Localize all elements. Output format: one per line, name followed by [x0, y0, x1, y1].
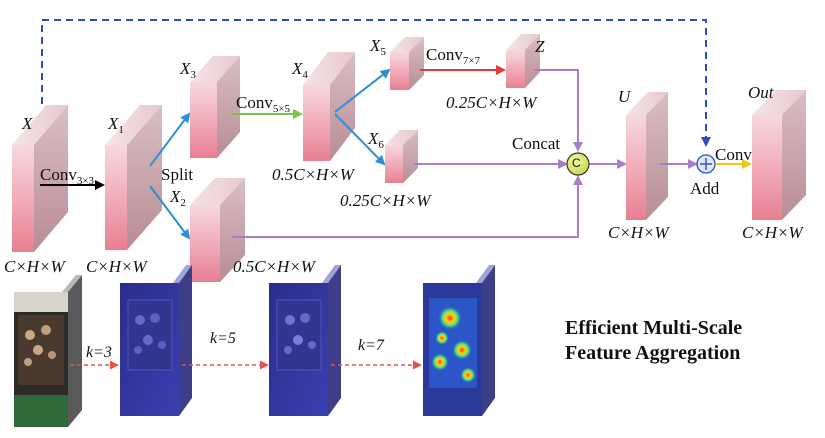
label-u-text: U	[618, 87, 631, 106]
dim-x2-text: 0.5C×H×W	[233, 257, 315, 276]
label-x5-main: X	[370, 36, 381, 55]
op-conv: Conv	[715, 146, 752, 163]
op-add: Add	[690, 180, 719, 197]
block-out	[752, 90, 806, 220]
feature-image-original	[14, 275, 82, 427]
label-u: U	[618, 88, 630, 105]
dim-x6-text: 0.25C×H×W	[340, 191, 431, 210]
op-conv5x5: Conv5×5	[236, 94, 290, 115]
split-arrow-x3	[149, 112, 191, 167]
block-x5	[390, 37, 424, 90]
block-u	[626, 92, 668, 220]
op-conv5x5-main: Conv	[236, 93, 273, 112]
arrow-x4-x6	[334, 113, 386, 166]
block-x6	[385, 130, 418, 183]
label-x4-sub: 4	[302, 69, 308, 81]
kernel-label-2: k=5	[210, 330, 236, 348]
op-conv3x3-sub: 3×3	[76, 175, 95, 187]
dim-z-text: 0.25C×H×W	[446, 93, 537, 112]
op-conv-text: Conv	[715, 145, 752, 164]
op-conv7x7-main: Conv	[426, 45, 463, 64]
block-x4	[303, 52, 355, 161]
op-add-text: Add	[690, 179, 720, 198]
op-conv3x3-main: Conv	[40, 165, 77, 184]
concat-symbol: C	[572, 157, 581, 169]
op-conv3x3: Conv3×3	[40, 166, 94, 187]
title-line-2: Feature Aggregation	[565, 342, 741, 364]
dim-x6: 0.25C×H×W	[340, 192, 430, 209]
title-line-1: Efficient Multi-Scale	[565, 317, 743, 339]
arrow-z-concat	[534, 69, 583, 152]
dim-out: C×H×W	[742, 224, 803, 241]
label-x4: X4	[292, 60, 308, 81]
arrow-x4-x5	[334, 68, 391, 113]
dim-x: C×H×W	[4, 258, 65, 275]
label-x5-sub: 5	[380, 46, 386, 58]
dim-x4: 0.5C×H×W	[272, 166, 354, 183]
block-x	[12, 105, 68, 252]
block-x1	[105, 105, 162, 250]
label-x5: X5	[370, 37, 386, 58]
dim-x4-text: 0.5C×H×W	[272, 165, 354, 184]
kernel-label-1: k=3	[86, 344, 112, 362]
label-z: Z	[535, 38, 544, 55]
kernel-label-2-text: k=5	[210, 330, 236, 347]
label-out: Out	[748, 84, 774, 101]
feature-map-k5	[269, 265, 341, 416]
kernel-label-1-text: k=3	[86, 344, 112, 361]
block-z	[506, 34, 540, 88]
kernel-label-3-text: k=7	[358, 337, 384, 354]
label-x3-sub: 3	[190, 69, 196, 81]
kernel-label-3: k=7	[358, 337, 384, 355]
label-x4-main: X	[292, 59, 303, 78]
concat-symbol-text: C	[572, 156, 581, 170]
dim-u: C×H×W	[608, 224, 669, 241]
label-z-text: Z	[535, 37, 545, 56]
label-x2: X2	[170, 188, 186, 209]
op-conv7x7-sub: 7×7	[462, 55, 481, 67]
op-conv5x5-sub: 5×5	[272, 103, 291, 115]
label-x3-main: X	[180, 59, 191, 78]
add-node	[696, 154, 716, 174]
label-x2-main: X	[170, 187, 181, 206]
block-x2	[190, 178, 245, 282]
diagram-title: Efficient Multi-Scale Feature Aggregatio…	[565, 316, 742, 366]
dim-z: 0.25C×H×W	[446, 94, 536, 111]
dim-x1: C×H×W	[86, 258, 147, 275]
feature-map-k7	[423, 265, 495, 416]
split-arrow-x2	[149, 185, 191, 240]
op-split: Split	[161, 166, 193, 183]
label-out-text: Out	[748, 83, 774, 102]
feature-map-k3	[120, 265, 192, 416]
dim-x-text: C×H×W	[4, 257, 65, 276]
op-concat: Concat	[512, 135, 560, 152]
dim-x2: 0.5C×H×W	[233, 258, 315, 275]
label-x1-main: X	[108, 114, 119, 133]
dim-u-text: C×H×W	[608, 223, 669, 242]
label-x1: X1	[108, 115, 124, 136]
label-x6: X6	[368, 130, 384, 151]
label-x2-sub: 2	[180, 197, 186, 209]
concat-node	[566, 152, 590, 176]
label-x6-sub: 6	[378, 139, 384, 151]
op-conv7x7: Conv7×7	[426, 46, 480, 67]
label-x-text: X	[22, 114, 33, 133]
dim-out-text: C×H×W	[742, 223, 803, 242]
dim-x1-text: C×H×W	[86, 257, 147, 276]
op-split-text: Split	[161, 165, 194, 184]
label-x3: X3	[180, 60, 196, 81]
label-x1-sub: 1	[118, 124, 124, 136]
label-x6-main: X	[368, 129, 379, 148]
block-x3	[190, 56, 240, 158]
skip-connection-arrow	[41, 19, 711, 147]
arrow-x2-concat	[232, 175, 583, 238]
op-concat-text: Concat	[512, 134, 561, 153]
label-x: X	[22, 115, 32, 132]
